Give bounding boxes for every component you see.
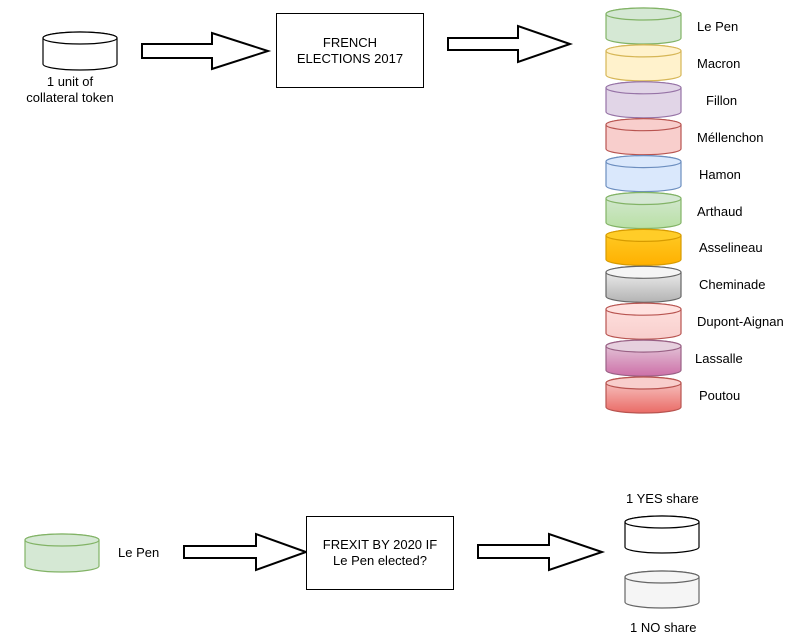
- outcome-label: Le Pen: [697, 19, 739, 34]
- outcome-token: [605, 228, 682, 266]
- outcome-label: Poutou: [699, 388, 741, 403]
- outcome-token-top: [605, 376, 682, 390]
- frexit-box-line1: FREXIT BY 2020 IF: [322, 537, 438, 552]
- outcome-label: Arthaud: [697, 203, 743, 219]
- le-pen-input-label: Le Pen: [118, 545, 160, 560]
- outcome-label: Cheminade: [699, 277, 766, 293]
- outcome-token: [605, 376, 682, 414]
- collateral-token-top: [42, 31, 118, 45]
- outcome-label: Dupont-Aignan: [697, 314, 784, 330]
- arrow-to-event: [141, 31, 272, 71]
- outcome-token: [605, 155, 682, 193]
- outcome-token: [605, 265, 682, 303]
- outcome-token-top: [605, 228, 682, 242]
- le-pen-token-cylinder: [24, 533, 100, 573]
- outcome-token-stack: [605, 7, 682, 414]
- outcome-label: Fillon: [706, 92, 738, 108]
- outcome-token: [605, 339, 682, 377]
- no-share-token-top: [624, 570, 700, 584]
- outcome-token: [605, 81, 682, 119]
- outcome-token-top: [605, 7, 682, 21]
- le-pen-input-token-top: [24, 533, 100, 547]
- outcome-token-top: [605, 81, 682, 95]
- yes-share-cylinder: [624, 515, 700, 554]
- outcome-token-top: [605, 155, 682, 169]
- outcome-token: [605, 191, 682, 230]
- collateral-label-line1: 1 unit of: [46, 74, 94, 89]
- no-share-cylinder: [624, 570, 700, 609]
- outcome-token-top: [605, 191, 682, 206]
- event-box-french-elections: FRENCH ELECTIONS 2017: [276, 13, 424, 88]
- collateral-label: 1 unit of collateral token: [20, 74, 120, 106]
- arrow-to-outcomes: [447, 24, 574, 64]
- yes-share-label: 1 YES share: [626, 491, 699, 506]
- outcome-label: Macron: [697, 55, 741, 71]
- outcome-token-top: [605, 44, 682, 58]
- arrow-to-frexit: [183, 532, 309, 572]
- outcome-token-top: [605, 118, 682, 132]
- yes-share-token-top: [624, 515, 700, 529]
- outcome-token: [605, 7, 682, 45]
- outcome-token: [605, 118, 682, 156]
- arrow-to-shares: [477, 532, 606, 572]
- outcome-token: [605, 302, 682, 340]
- outcome-label: Hamon: [699, 166, 741, 182]
- outcome-token-top: [605, 265, 682, 279]
- no-share-label: 1 NO share: [630, 620, 697, 635]
- frexit-box-line2: Le Pen elected?: [333, 553, 427, 568]
- event-box-frexit: FREXIT BY 2020 IF Le Pen elected?: [306, 516, 454, 590]
- outcome-token: [605, 44, 682, 82]
- event-box-line2: ELECTIONS 2017: [296, 50, 404, 66]
- outcome-label: Lassalle: [695, 351, 743, 367]
- outcome-token-top: [605, 302, 682, 316]
- outcome-token-top: [605, 339, 682, 353]
- outcome-label: Méllenchon: [697, 129, 764, 145]
- event-box-line1: FRENCH: [322, 34, 378, 50]
- outcome-label: Asselineau: [699, 240, 763, 256]
- collateral-label-line2: collateral token: [26, 90, 114, 105]
- collateral-token-cylinder: [42, 31, 118, 71]
